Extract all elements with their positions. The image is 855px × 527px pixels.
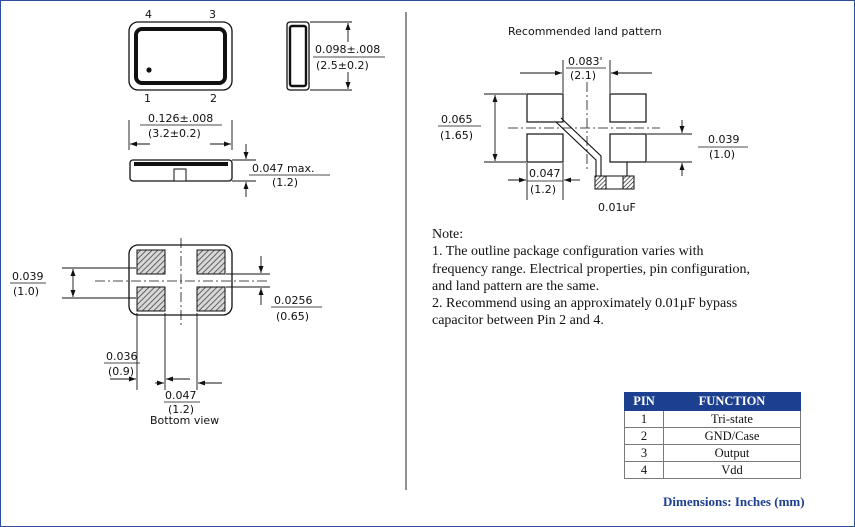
land-pitch-v-mm: (1.0) [709,148,735,161]
land-pad-bottom-right [609,133,647,163]
land-pad-w-inch: 0.047 [529,167,561,180]
note-line-2: frequency range. Electrical properties, … [432,261,750,277]
pin-cell: 3 [624,444,664,462]
height-dim-inch: 0.047 max. [252,162,314,175]
land-pitch-v-inch: 0.039 [708,133,740,146]
function-cell: Tri-state [663,410,801,428]
note-line-3: and land pattern are the same. [432,278,600,294]
land-pattern-title: Recommended land pattern [508,25,662,38]
land-pattern: Recommended land pattern 0.01uF 0.083' (… [438,25,748,214]
bottom-pad-4 [136,249,166,275]
pin-table-header-row: PIN FUNCTION [624,392,801,411]
pad-pitch-h-inch: 0.047 [165,389,197,402]
land-pad-h-inch: 0.065 [441,113,473,126]
cap-trace [555,121,597,176]
pin-cell: 1 [624,410,664,428]
pad-width-mm: (0.9) [108,365,134,378]
land-pad-top-right [609,93,647,123]
note-line-5: capacitor between Pin 2 and 4. [432,313,604,329]
table-row: 3 Output [624,444,801,462]
pin-column-header: PIN [624,392,664,411]
table-row: 1 Tri-state [624,410,801,428]
land-pad-h-mm: (1.65) [440,129,473,142]
function-cell: GND/Case [663,427,801,445]
side-view-lid [288,24,308,88]
note-line-1: 1. The outline package configuration var… [432,244,704,260]
pin-label-4: 4 [145,8,152,21]
bottom-pad-3 [196,249,226,275]
table-row: 4 Vdd [624,461,801,479]
width-dim-mm: (2.5±0.2) [316,59,369,72]
table-row: 2 GND/Case [624,427,801,445]
pin-label-2: 2 [210,92,217,105]
top-view: 4 3 1 2 0.098±.008 (2.5±0.2) 0.126±.008 … [128,8,385,197]
pad-gap-inch: 0.0256 [274,294,313,307]
pad-pitch-h-mm: (1.2) [168,403,194,416]
note-heading: Note: [432,227,464,242]
note-block: Note: 1. The outline package configurati… [432,226,812,330]
land-pad-top-left [526,93,564,123]
package-lid [134,27,227,85]
height-dim-mm: (1.2) [272,176,298,189]
function-cell: Output [663,444,801,462]
pad-pitch-v-mm: (1.0) [13,285,39,298]
pad-gap-mm: (0.65) [276,310,309,323]
length-dim-inch: 0.126±.008 [148,112,213,125]
land-pad-bottom-left [526,133,564,163]
bottom-pad-1 [136,286,166,312]
function-cell: Vdd [663,461,801,479]
width-dim-inch: 0.098±.008 [315,43,380,56]
bottom-view: 0.039 (1.0) 0.0256 (0.65) 0.036 (0.9) 0.… [10,238,322,427]
pin-cell: 4 [624,461,664,479]
pin-label-3: 3 [209,8,216,21]
pad-pitch-v-inch: 0.039 [12,270,44,283]
bottom-view-title: Bottom view [150,414,219,427]
pin-function-table: PIN FUNCTION 1 Tri-state 2 GND/Case 3 Ou… [624,392,801,479]
cap-label: 0.01uF [598,201,636,214]
land-gap-inch: 0.083' [568,55,603,68]
pin1-marker-dot [146,67,152,73]
pin-cell: 2 [624,427,664,445]
pin-label-1: 1 [144,92,151,105]
bottom-pad-2 [196,286,226,312]
dimensions-caption: Dimensions: Inches (mm) [663,494,805,509]
function-column-header: FUNCTION [663,392,801,411]
land-gap-mm: (2.1) [570,69,596,82]
pad-width-inch: 0.036 [106,350,138,363]
note-line-4: 2. Recommend using an approximately 0.01… [432,296,738,312]
land-pad-w-mm: (1.2) [530,183,556,196]
length-dim-mm: (3.2±0.2) [148,127,201,140]
